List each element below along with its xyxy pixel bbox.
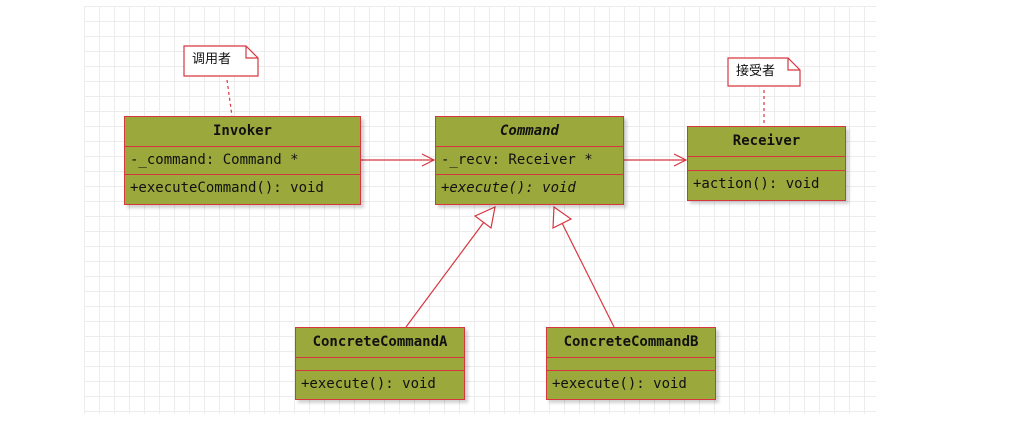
class-receiver[interactable]: Receiver +action(): void [687,126,846,201]
class-name: Command [436,117,623,147]
command-receiver-arrowhead [673,153,688,167]
class-name: Invoker [125,117,360,147]
invoker-note: 调用者 [192,52,232,67]
receiver-note-shape [727,57,801,87]
concrete-a-generalization [405,221,485,328]
class-invoker[interactable]: Invoker -_command: Command * +executeCom… [124,116,361,205]
concrete-a-triangle [473,205,496,230]
invoker-note-shape [183,45,259,77]
class-name: Receiver [688,127,845,157]
class-method: +action(): void [693,176,820,192]
class-command[interactable]: Command -_recv: Receiver * +execute(): v… [435,116,624,205]
class-method: +execute(): void [441,180,576,196]
class-attribute-empty [547,358,715,371]
invoker-note-fold [245,46,258,59]
class-name: ConcreteCommandA [296,328,464,358]
class-attribute: -_command: Command * [125,147,360,175]
class-concrete-command-b[interactable]: ConcreteCommandB +execute(): void [546,327,716,400]
class-method: +executeCommand(): void [130,180,324,196]
class-attribute-empty [296,358,464,371]
class-name: ConcreteCommandB [547,328,715,358]
class-concrete-command-a[interactable]: ConcreteCommandA +execute(): void [295,327,465,400]
class-method: +execute(): void [301,376,436,392]
receiver-note: 接受者 [736,64,776,79]
invoker-note-link [226,79,233,117]
invoker-command-arrowhead [421,153,436,167]
class-attribute: -_recv: Receiver * [436,147,623,175]
class-attribute-empty [688,157,845,171]
receiver-note-fold [787,58,800,71]
concrete-b-triangle [552,205,573,229]
class-method: +execute(): void [552,376,687,392]
concrete-b-generalization [561,222,615,328]
